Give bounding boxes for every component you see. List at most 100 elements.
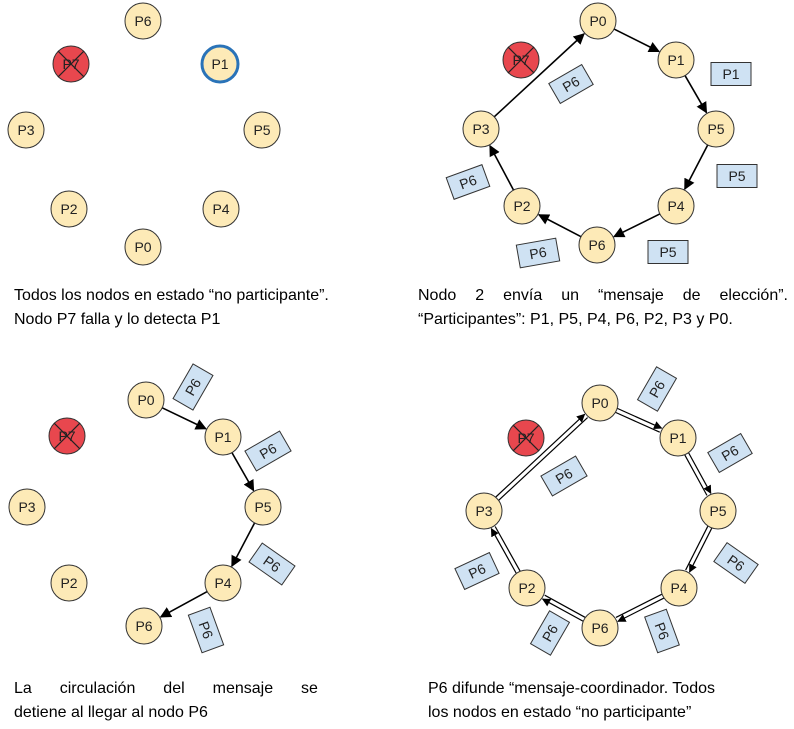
message-label: P6: [457, 171, 479, 192]
coordinator-edge: [617, 407, 663, 429]
node-label: P5: [254, 499, 271, 515]
message-box: P1: [710, 62, 752, 86]
node-circle: [50, 190, 88, 228]
coordinator-edge: [544, 594, 586, 618]
message-box-rect: [707, 432, 753, 474]
failed-cross-icon: [507, 46, 535, 74]
node-p2: P2: [50, 190, 88, 228]
node-p2: P2: [508, 569, 546, 607]
node-circle: [465, 492, 503, 530]
node-p7: P7: [502, 41, 540, 79]
caption-line: Todos los nodos en estado “no participan…: [14, 287, 329, 304]
message-edge: [489, 144, 515, 191]
node-p0: P0: [579, 2, 617, 40]
message-box-rect: [647, 240, 689, 264]
node-p3: P3: [462, 110, 500, 148]
coordinator-edge: [495, 413, 586, 498]
message-box: P6: [515, 237, 561, 269]
message-box-rect: [172, 363, 214, 411]
node-label: P1: [667, 52, 684, 68]
message-box-rect: [713, 541, 759, 585]
node-p5: P5: [699, 492, 737, 530]
message-edge: [159, 590, 208, 618]
node-label: P0: [134, 239, 151, 255]
node-circle: [657, 41, 695, 79]
node-p7: P7: [507, 419, 545, 457]
node-p7: P7: [52, 45, 90, 83]
node-circle: [660, 569, 698, 607]
node-label: P3: [17, 122, 34, 138]
caption-panel-4: P6 difunde “mensaje-coordinador. Todos l…: [428, 677, 788, 725]
node-label: P2: [518, 580, 535, 596]
node-p6: P6: [581, 609, 619, 647]
node-circle: [503, 187, 541, 225]
message-label: P6: [719, 442, 742, 465]
node-label: P1: [214, 429, 231, 445]
node-circle: [462, 110, 500, 148]
coordinator-edge: [541, 598, 584, 622]
node-circle: [508, 569, 546, 607]
node-label: P4: [667, 198, 684, 214]
node-circle: [243, 111, 281, 149]
node-p6: P6: [578, 226, 616, 264]
message-edge: [613, 28, 661, 53]
node-circle: [127, 381, 165, 419]
node-circle: [124, 2, 162, 40]
coordinator-edge: [688, 452, 712, 495]
message-box-rect: [244, 430, 292, 472]
failed-cross-icon: [57, 50, 85, 78]
node-label: P6: [135, 618, 152, 634]
caption-word: mensaje: [212, 680, 274, 697]
message-edge: [231, 452, 255, 492]
message-box: P6: [529, 610, 571, 656]
message-label: P5: [659, 244, 676, 260]
message-box-rect: [716, 164, 758, 188]
caption-line: los nodos en estado “no participante”: [428, 704, 692, 721]
node-circle: [699, 492, 737, 530]
message-edge: [613, 213, 661, 238]
node-label: P5: [709, 503, 726, 519]
message-box: P6: [707, 432, 753, 474]
node-circle: [204, 564, 242, 602]
message-label: P6: [257, 440, 280, 463]
message-box-rect: [636, 366, 678, 412]
node-p3: P3: [465, 492, 503, 530]
message-label: P6: [560, 73, 583, 96]
node-label: P2: [513, 198, 530, 214]
message-edge: [231, 522, 256, 568]
node-p5: P5: [697, 110, 735, 148]
node-label: P2: [60, 201, 77, 217]
message-label: P6: [466, 560, 488, 582]
node-circle: [204, 418, 242, 456]
node-p6: P6: [125, 607, 163, 645]
coordinator-edge: [498, 417, 589, 501]
message-edge: [684, 75, 708, 114]
node-circle: [697, 110, 735, 148]
message-box-rect: [548, 63, 594, 105]
node-circle: [581, 609, 619, 647]
node-circle: [125, 607, 163, 645]
node-label: P4: [214, 575, 231, 591]
failed-cross-icon: [512, 424, 540, 452]
caption-word: se: [301, 680, 318, 697]
node-p3: P3: [8, 488, 46, 526]
node-p4: P4: [204, 564, 242, 602]
node-p1: P1: [659, 419, 697, 457]
message-box-rect: [187, 606, 225, 654]
node-label: P6: [134, 13, 151, 29]
caption-line: P6 difunde “mensaje-coordinador. Todos: [428, 680, 715, 697]
node-p5: P5: [243, 111, 281, 149]
node-label: P3: [475, 503, 492, 519]
edges-layer: [159, 28, 713, 622]
caption-word: La: [14, 680, 32, 697]
message-edge: [493, 33, 585, 118]
node-label: P0: [137, 392, 154, 408]
node-circle: [50, 564, 88, 602]
caption-word: “mensaje: [597, 287, 664, 304]
node-label: P6: [591, 620, 608, 636]
node-circle: [244, 488, 282, 526]
